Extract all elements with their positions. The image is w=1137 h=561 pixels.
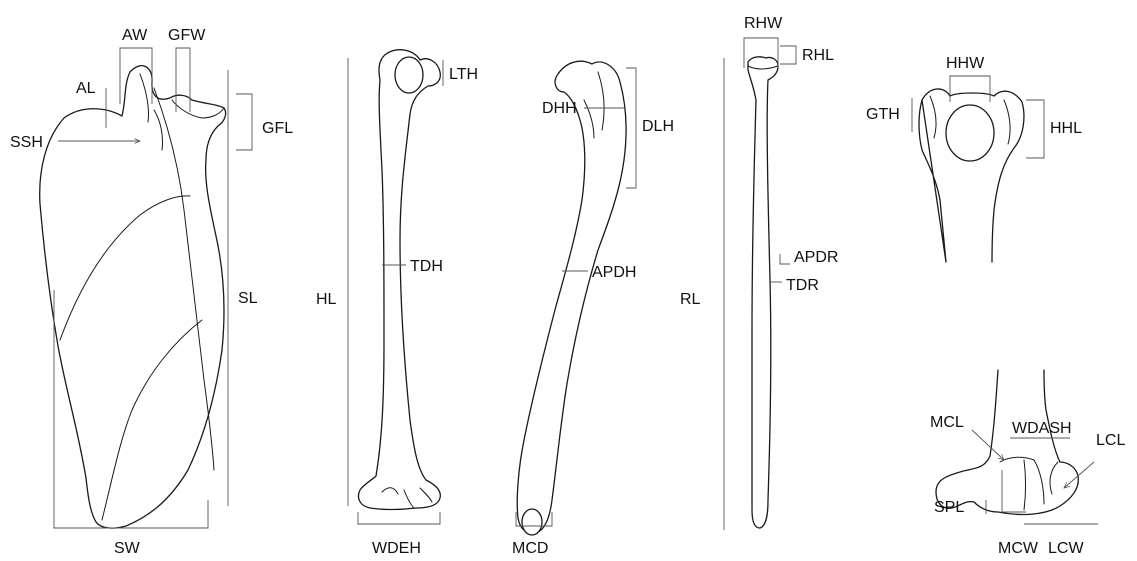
label-lth: LTH xyxy=(449,66,478,83)
label-wdash: WDASH xyxy=(1012,420,1072,437)
label-dhh: DHH xyxy=(542,100,577,117)
humerus-panel: LTH TDH HL WDEH xyxy=(316,50,478,557)
label-gth: GTH xyxy=(866,106,900,123)
label-tdh: TDH xyxy=(410,258,443,275)
label-aw: AW xyxy=(122,27,148,44)
label-sl: SL xyxy=(238,290,258,307)
rhl-bracket xyxy=(780,46,796,64)
label-mcw: MCW xyxy=(998,540,1039,557)
distal-humerus-panel: MCL WDASH LCL SPL MCW LCW xyxy=(930,370,1125,557)
scapula-outline xyxy=(40,66,226,528)
label-rhl: RHL xyxy=(802,47,834,64)
label-tdr: TDR xyxy=(786,277,819,294)
radius-outline xyxy=(748,57,778,528)
scapula-panel: AW GFW AL GFL SSH SL SW xyxy=(10,27,293,557)
label-dlh: DLH xyxy=(642,118,674,135)
label-hhw: HHW xyxy=(946,55,985,72)
humerus-lateral-condyle xyxy=(522,509,542,535)
label-lcl: LCL xyxy=(1096,432,1125,449)
label-mcd: MCD xyxy=(512,540,548,557)
label-spl: SPL xyxy=(934,499,964,516)
label-hhl: HHL xyxy=(1050,120,1082,137)
humerus-outline xyxy=(358,50,440,510)
label-mcl: MCL xyxy=(930,414,964,431)
proximal-humeral-head xyxy=(946,105,994,161)
label-sw: SW xyxy=(114,540,141,557)
label-apdh: APDH xyxy=(592,264,636,281)
label-gfw: GFW xyxy=(168,27,206,44)
label-rhw: RHW xyxy=(744,15,783,32)
distal-humerus-outline xyxy=(936,370,1078,514)
label-apdr: APDR xyxy=(794,249,838,266)
label-lcw: LCW xyxy=(1048,540,1084,557)
gfl-bracket xyxy=(236,94,252,150)
label-wdeh: WDEH xyxy=(372,540,421,557)
humerus-lateral-outline xyxy=(517,61,626,533)
label-gfl: GFL xyxy=(262,120,293,137)
label-hl: HL xyxy=(316,291,337,308)
humeral-head xyxy=(395,57,423,93)
label-rl: RL xyxy=(680,291,701,308)
label-al: AL xyxy=(76,80,96,97)
apdr-bracket xyxy=(780,254,790,264)
radius-panel: RHW RHL APDR TDR RL xyxy=(680,15,838,530)
label-ssh: SSH xyxy=(10,134,43,151)
wdeh-bracket xyxy=(358,512,440,524)
hhl-bracket xyxy=(1026,100,1044,158)
proximal-humerus-panel: HHW GTH HHL xyxy=(866,55,1082,262)
humerus-lateral-panel: DHH DLH APDH MCD xyxy=(512,61,674,557)
dlh-bracket xyxy=(626,68,636,188)
